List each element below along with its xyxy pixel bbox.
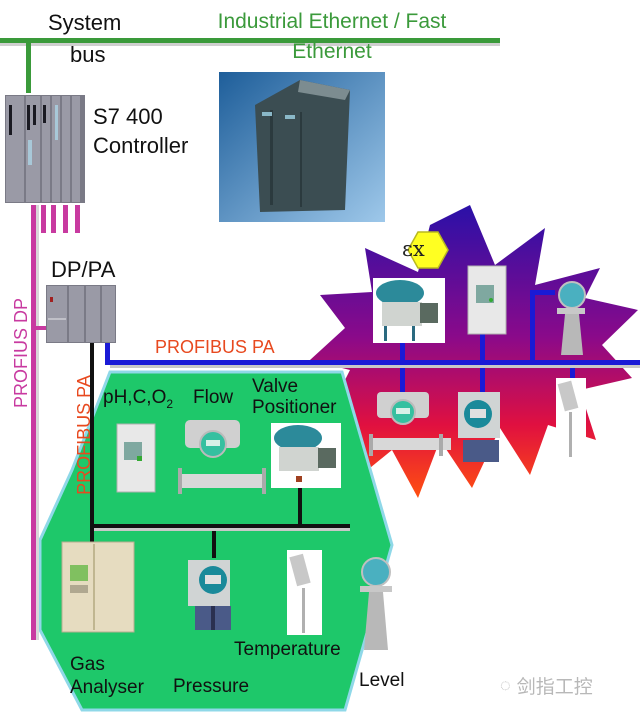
level-radar-device: [360, 557, 392, 650]
pa-black-shadow: [94, 528, 350, 531]
valve-label-line2: Positioner: [252, 397, 337, 418]
dp-branch-to-coupler: [36, 326, 48, 330]
flow-label: Flow: [193, 387, 234, 408]
dp-pa-coupler-device: [46, 285, 116, 343]
pressure-label: Pressure: [173, 676, 250, 697]
profibus-pa-black-lines: [90, 343, 350, 558]
s7-400-product-photo: [219, 72, 385, 222]
controller-dp-stubs: [41, 205, 80, 233]
ph-label-subscript: 2: [166, 396, 174, 411]
ex-flow-meter-device: [369, 392, 451, 456]
profibus-dp-shadow: [36, 205, 39, 640]
gas-analyser-label-line2: Analyser: [70, 677, 144, 698]
ph-label: pH,C,O2: [103, 387, 173, 415]
ex-valve-positioner-device: [373, 278, 445, 343]
profibus-dp-label: PROFIUS DP: [11, 297, 31, 408]
ethernet-label-line1: Industrial Ethernet / Fast: [217, 10, 447, 33]
ethernet-bus-line: [0, 38, 500, 43]
watermark-text: 剑指工控: [516, 677, 593, 698]
ex-temperature-device: [556, 378, 586, 460]
gas-analyser-device: [61, 541, 135, 633]
controller-label-line1: S7 400: [93, 104, 163, 129]
ph-label-text: pH,C,O: [103, 387, 167, 408]
ex-analyser-device: [467, 265, 507, 335]
controller-label-line2: Controller: [93, 133, 189, 158]
profibus-pa-label: PROFIBUS PA: [155, 337, 275, 357]
dp-pa-coupler-label: DP/PA: [51, 257, 116, 282]
level-label: Level: [359, 670, 405, 691]
profibus-pa-vertical-label: PROFIBUS PA: [74, 375, 94, 495]
valve-positioner-device: [271, 423, 341, 488]
s7-400-controller-rack: [5, 95, 85, 203]
temperature-device: [287, 550, 322, 635]
pressure-device: [188, 560, 231, 630]
valve-label-line1: Valve: [252, 376, 299, 397]
ex-level-radar-device: [557, 281, 586, 355]
ex-pressure-device: [458, 392, 500, 462]
ex-hazard-symbol: [407, 231, 449, 269]
system-bus-drop: [26, 43, 31, 93]
profibus-dp-line: [31, 205, 36, 640]
system-bus-label-line1: System: [48, 10, 122, 35]
system-bus-label-line2: bus: [70, 42, 106, 67]
ph-analyser-device: [116, 423, 156, 493]
ethernet-label-line2: Ethernet: [292, 40, 372, 63]
pa-blue-shadow: [110, 365, 640, 368]
wechat-icon: ◌: [500, 675, 511, 695]
ex-symbol-text: εx: [402, 237, 425, 261]
watermark: ◌ 剑指工控: [500, 672, 593, 699]
gas-analyser-label-line1: Gas: [70, 654, 105, 675]
flow-meter-device: [178, 420, 266, 494]
temperature-label: Temperature: [234, 639, 341, 660]
ethernet-bus-shadow: [0, 43, 500, 46]
